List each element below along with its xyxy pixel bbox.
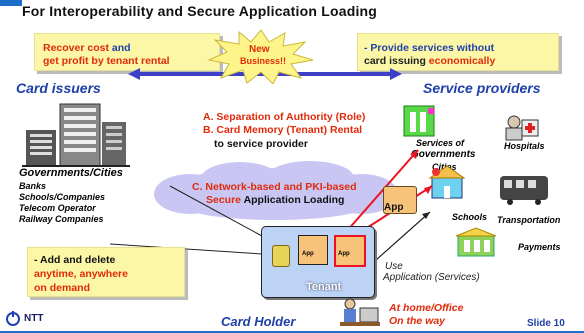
location-line2: On the way <box>389 315 446 327</box>
use-application-label: Application (Services) <box>383 272 480 283</box>
ntt-logo-text: NTT <box>24 313 44 324</box>
card-slot-2 <box>334 235 366 267</box>
issuer-telecom: Telecom Operator <box>19 203 96 213</box>
point-c-line2: Secure Application Loading <box>206 194 345 206</box>
smart-card[interactable]: App App Tenant <box>261 226 375 298</box>
card-issuing-text: card issuing <box>364 55 429 67</box>
gov-services-line1: Services of <box>416 138 465 148</box>
new-business-starburst-icon <box>207 29 314 84</box>
footer-divider <box>0 331 584 333</box>
card-slot-1 <box>298 235 328 265</box>
point-a: A. Separation of Authority (Role) <box>203 111 366 123</box>
slide-number: Slide 10 <box>527 318 565 329</box>
card-app-2: App <box>338 251 350 257</box>
schools-label: Schools <box>452 212 488 222</box>
economically-text: economically <box>428 55 496 67</box>
payments-label: Payments <box>518 242 561 252</box>
card-issuers-label: Card issuers <box>16 80 101 96</box>
schools-icon <box>428 165 466 199</box>
tenant-label: Tenant <box>306 281 342 293</box>
and-text: and <box>108 42 131 54</box>
app-package <box>383 186 417 214</box>
issuer-banks: Banks <box>19 181 47 191</box>
title-accent-bar <box>0 0 22 6</box>
gov-services-line2: Governments <box>411 149 476 160</box>
transportation-label: Transportation <box>497 215 561 225</box>
tenant-rental-text: get profit by tenant rental <box>43 55 170 67</box>
recover-cost-text: Recover cost <box>43 42 109 54</box>
point-b-sub: to service provider <box>214 138 308 150</box>
hospitals-icon <box>505 115 539 141</box>
point-c-line1: C. Network-based and PKI-based <box>192 181 357 193</box>
add-delete-line2: anytime, anywhere <box>34 268 128 280</box>
starburst-business: Business!! <box>240 56 287 66</box>
issuer-railway: Railway Companies <box>19 214 104 224</box>
app-package-label: App <box>384 202 404 213</box>
recover-cost-box: Recover cost and get profit by tenant re… <box>34 33 220 71</box>
provide-services-box: - Provide services without card issuing … <box>357 33 559 71</box>
building-icon <box>22 103 130 167</box>
hospitals-label: Hospitals <box>504 141 545 151</box>
add-delete-line3: on demand <box>34 282 91 294</box>
gov-services-line3: Cities <box>432 162 457 172</box>
chip-icon <box>272 245 290 267</box>
slide-title: For Interoperability and Secure Applicat… <box>22 3 378 19</box>
issuer-schools: Schools/Companies <box>19 192 106 202</box>
add-delete-line1: - Add and delete <box>34 254 116 266</box>
transportation-icon <box>500 176 548 205</box>
government-services-icon <box>403 105 435 137</box>
card-holder-label: Card Holder <box>221 314 296 329</box>
payments-icon <box>455 227 497 257</box>
issuers-heading: Governments/Cities <box>19 167 123 179</box>
ntt-logo-icon <box>6 311 20 326</box>
starburst-new: New <box>249 44 270 55</box>
person-at-desk-icon <box>340 298 380 326</box>
add-delete-box: - Add and delete anytime, anywhere on de… <box>27 247 185 297</box>
provide-services-text: - Provide services <box>364 42 454 54</box>
location-line1: At home/Office <box>389 302 464 314</box>
card-app-1: App <box>302 251 314 257</box>
network-cloud-icon <box>154 161 398 220</box>
service-providers-label: Service providers <box>423 80 541 96</box>
point-b: B. Card Memory (Tenant) Rental <box>203 124 363 136</box>
use-label: Use <box>385 261 403 272</box>
without-text: without <box>453 42 495 54</box>
